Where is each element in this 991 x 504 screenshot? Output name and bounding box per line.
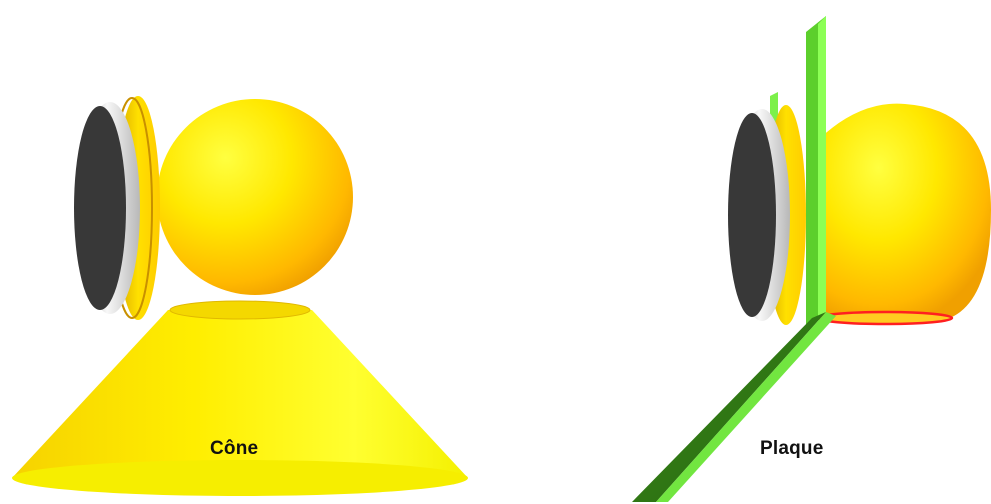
plate-vertical-edge: [818, 16, 826, 318]
plate-slanted-face: [632, 312, 826, 502]
plate-scene: [632, 16, 991, 502]
cone-top-opening: [170, 301, 310, 319]
sphere: [157, 99, 353, 295]
plate-label: Plaque: [760, 438, 824, 460]
plate-slanted-edge: [656, 312, 836, 502]
cone-label: Cône: [210, 438, 258, 460]
dark-disc: [74, 106, 126, 310]
cone-scene: [12, 96, 468, 496]
dark-disc: [728, 113, 776, 317]
sphere-cut: [818, 104, 991, 318]
cone-bottom-edge: [12, 460, 468, 496]
cut-edge: [818, 312, 952, 324]
